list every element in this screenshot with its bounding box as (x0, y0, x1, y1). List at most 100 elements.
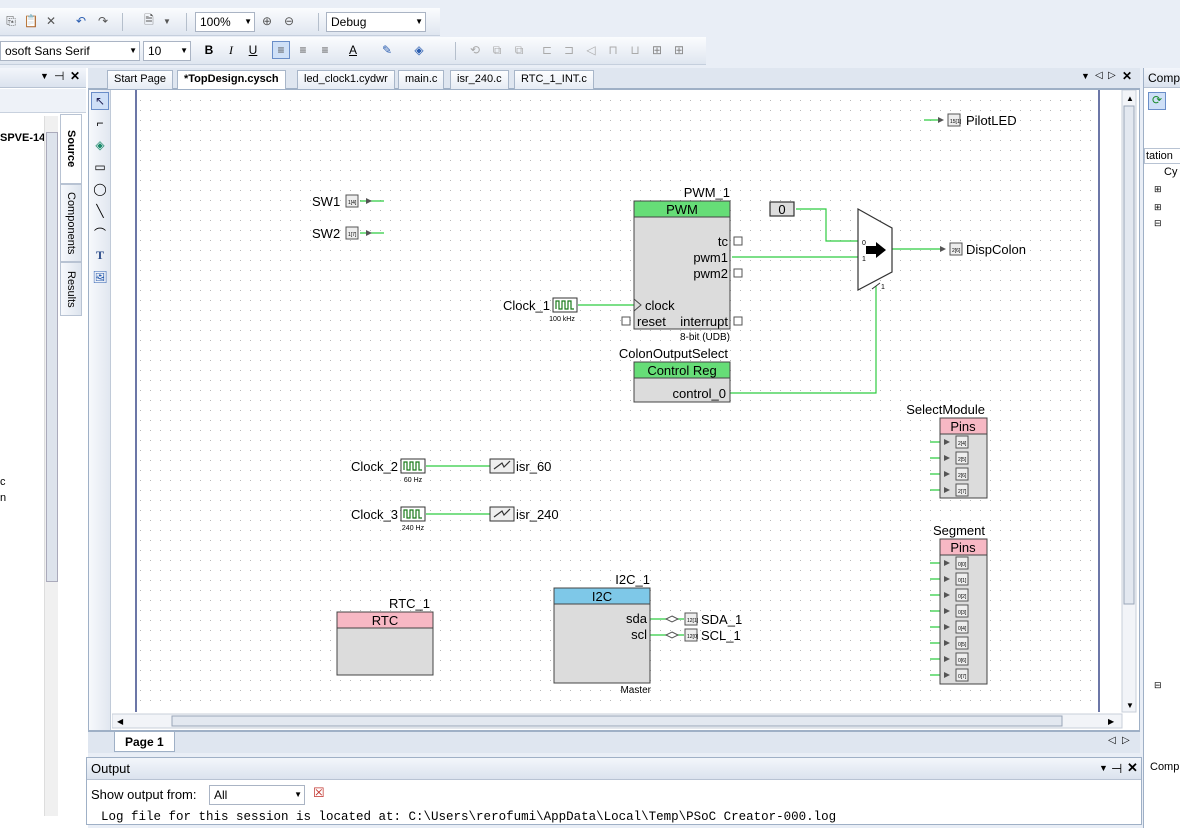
send-back-icon[interactable]: ⧉ (514, 42, 524, 57)
clear-output-icon[interactable]: ☒ (313, 785, 325, 800)
catalog-item[interactable]: Cy (1164, 166, 1178, 178)
output-source-combo[interactable]: All▼ (209, 785, 305, 805)
seg-pin[interactable]: 0[0] (944, 556, 969, 570)
tab-list-icon[interactable]: ▼ (1081, 71, 1090, 81)
pointer-icon[interactable]: ↖ (91, 92, 109, 110)
component-control-reg[interactable]: ColonOutputSelect Control Reg control_0 (619, 346, 731, 403)
pin-sw1[interactable]: SW1 1[4] (312, 194, 372, 209)
pin-pilotled[interactable]: 15[1] PilotLED (938, 113, 1017, 128)
seg-pin[interactable]: 0[7] (944, 668, 969, 682)
line-color-icon[interactable]: ✎ (381, 43, 393, 57)
component-isr-60[interactable]: isr_60 (489, 458, 551, 474)
component-tool-icon[interactable]: ◈ (95, 138, 105, 152)
zoom-in-icon[interactable]: ⊕ (261, 14, 273, 28)
tab-led-clock1[interactable]: led_clock1.cydwr (297, 70, 395, 89)
vertical-scrollbar[interactable]: ▲ ▼ (1121, 90, 1137, 713)
rotate-icon[interactable]: ⟲ (469, 43, 481, 57)
expander-icon[interactable]: ⊞ (1154, 202, 1162, 212)
wire-tool-icon[interactable]: ⌐ (96, 116, 104, 130)
expander-icon[interactable]: ⊞ (1154, 184, 1162, 194)
rectangle-tool-icon[interactable]: ▭ (94, 160, 106, 174)
print-preview-icon[interactable]: 🗎 (144, 12, 154, 27)
tab-topdesign[interactable]: *TopDesign.cysch (177, 70, 286, 90)
pin-sw2[interactable]: SW2 1[7] (312, 226, 372, 241)
bring-front-icon[interactable]: ⧉ (492, 42, 502, 57)
tab-source[interactable]: Source (60, 114, 82, 184)
font-size-combo[interactable]: 10▼ (143, 41, 191, 61)
panel-tab[interactable]: tation (1144, 148, 1180, 164)
tab-rtc-int[interactable]: RTC_1_INT.c (514, 70, 594, 89)
page-prev-icon[interactable]: ◁ (1108, 735, 1116, 746)
selmod-pin[interactable]: 2[6] (944, 467, 969, 481)
expander-icon[interactable]: ⊟ (1154, 680, 1162, 690)
selmod-pin[interactable]: 2[7] (944, 483, 969, 497)
zoom-out-icon[interactable]: ⊖ (283, 14, 295, 28)
pin-dispcolon[interactable]: 2[6] DispColon (940, 242, 1026, 257)
seg-pin[interactable]: 0[6] (944, 652, 969, 666)
expander-icon[interactable]: ⊟ (1154, 218, 1162, 228)
seg-pin[interactable]: 0[5] (944, 636, 969, 650)
bold-button[interactable]: B (204, 43, 214, 57)
pin-icon[interactable]: ⊣ (1111, 761, 1123, 776)
font-color-icon[interactable]: A (348, 43, 357, 57)
selmod-pin[interactable]: 2[5] (944, 451, 969, 465)
component-isr-240[interactable]: isr_240 (489, 506, 559, 522)
text-tool-icon[interactable]: T (95, 247, 104, 262)
line-tool-icon[interactable]: ╲ (96, 204, 104, 218)
distribute-h-icon[interactable]: ⊞ (651, 43, 663, 57)
arc-tool-icon[interactable]: ⌒ (93, 226, 106, 241)
component-pwm[interactable]: PWM_1 PWM tc pwm1 pwm2 clock reset inter… (621, 185, 743, 343)
zoom-combo[interactable]: 100%▼ (195, 12, 255, 32)
component-mux[interactable]: 0 1 1 (857, 207, 893, 291)
align-top-icon[interactable]: ⊓ (608, 43, 618, 57)
align-objects-center-icon[interactable]: ⊐ (563, 43, 575, 57)
undo-icon[interactable]: ↶ (75, 14, 87, 28)
component-rtc[interactable]: RTC_1 RTC (336, 596, 434, 676)
align-center-icon[interactable]: ≡ (299, 43, 307, 57)
schematic-canvas[interactable]: ▲ ▼ ◀ ▶ 15[1] (112, 90, 1138, 730)
copy-icon[interactable]: ⎘ (6, 13, 16, 28)
ellipse-tool-icon[interactable]: ◯ (93, 182, 107, 196)
seg-pin[interactable]: 0[1] (944, 572, 969, 586)
tab-page-1[interactable]: Page 1 (114, 732, 175, 752)
seg-pin[interactable]: 0[4] (944, 620, 969, 634)
font-name-combo[interactable]: osoft Sans Serif▼ (0, 41, 140, 61)
close-icon[interactable]: ✕ (70, 69, 81, 83)
tree-item[interactable]: SPVE-147 (0, 132, 52, 144)
seg-pin[interactable]: 0[2] (944, 588, 969, 602)
delete-icon[interactable]: ✕ (45, 14, 57, 28)
logic-constant[interactable]: 0 (769, 201, 795, 217)
tab-prev-icon[interactable]: ◁ (1095, 70, 1103, 81)
refresh-icon[interactable]: ⟳ (1148, 92, 1166, 110)
pin-scl[interactable]: 12[0] SCL_1 (664, 628, 741, 643)
panel-dropdown-icon[interactable]: ▼ (40, 71, 49, 81)
underline-button[interactable]: U (248, 43, 258, 57)
component-clock-2[interactable]: Clock_2 60 Hz (351, 458, 426, 484)
component-clock-1[interactable]: Clock_1 100 kHz (503, 297, 578, 323)
horizontal-scrollbar[interactable]: ◀ ▶ (112, 713, 1123, 729)
page-next-icon[interactable]: ▷ (1122, 735, 1130, 746)
selmod-pin[interactable]: 2[4] (944, 435, 969, 449)
align-bottom-icon[interactable]: ⊔ (630, 43, 640, 57)
align-objects-left-icon[interactable]: ⊏ (541, 43, 553, 57)
tab-main-c[interactable]: main.c (398, 70, 445, 89)
distribute-v-icon[interactable]: ⊞ (673, 43, 685, 57)
paste-icon[interactable]: 📋 (23, 14, 39, 28)
scrollbar[interactable] (44, 116, 58, 816)
component-segment-pins[interactable]: Segment Pins (933, 523, 988, 685)
tab-results[interactable]: Results (60, 262, 82, 316)
tab-components[interactable]: Components (60, 184, 82, 262)
image-tool-icon[interactable]: 🖼 (92, 270, 108, 284)
fill-color-icon[interactable]: ◈ (414, 43, 424, 57)
build-config-combo[interactable]: Debug▼ (326, 12, 426, 32)
tab-isr-240[interactable]: isr_240.c (450, 70, 509, 89)
redo-icon[interactable]: ↷ (97, 14, 109, 28)
tab-start-page[interactable]: Start Page (107, 70, 173, 89)
output-dropdown-icon[interactable]: ▼ (1099, 763, 1108, 773)
italic-button[interactable]: I (229, 42, 233, 57)
align-right-icon[interactable]: ≡ (321, 43, 329, 57)
seg-pin[interactable]: 0[3] (944, 604, 969, 618)
align-objects-right-icon[interactable]: ◁ (586, 43, 596, 57)
close-doc-icon[interactable]: ✕ (1122, 69, 1133, 83)
pin-icon[interactable]: ⊣ (54, 69, 65, 83)
